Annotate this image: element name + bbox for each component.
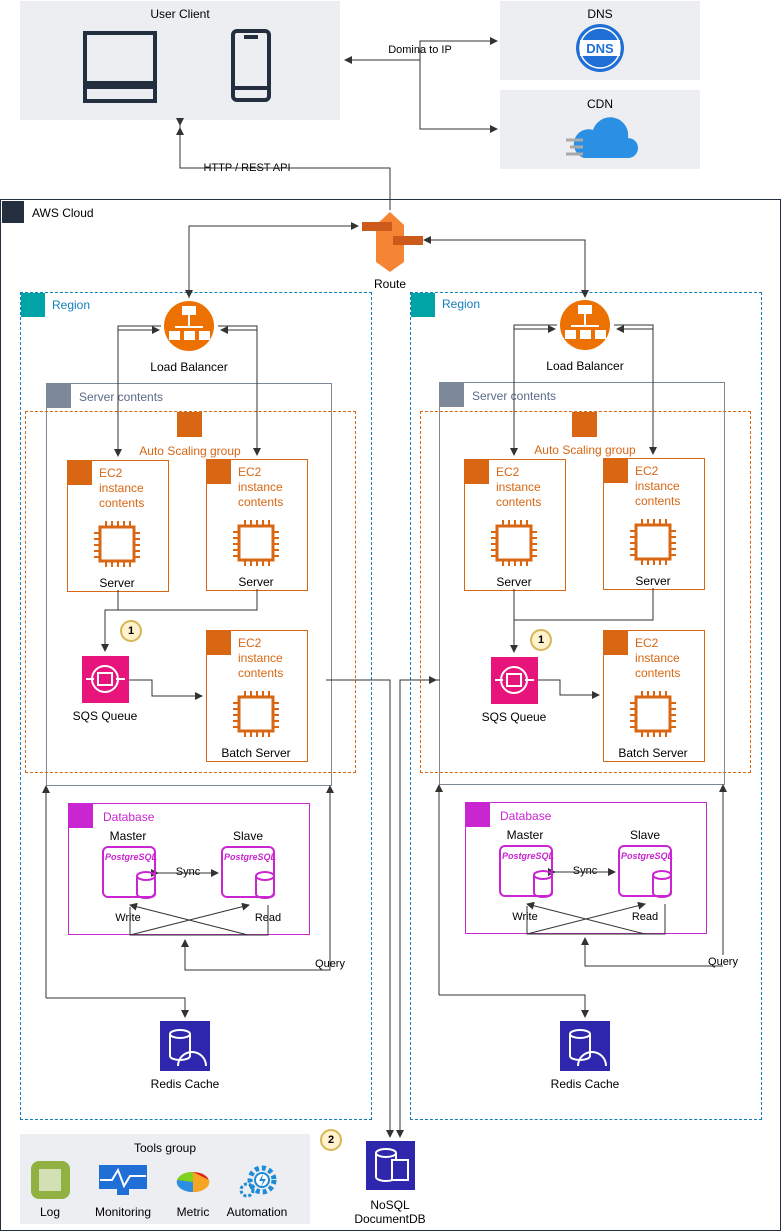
write-label: Write — [115, 912, 141, 924]
database-label: Database — [500, 809, 552, 823]
sync-label: Sync — [173, 866, 203, 878]
query-label: Query — [315, 958, 345, 970]
batch-server-label: Batch Server — [221, 746, 291, 760]
dns-edge-label: Domina to IP — [386, 44, 454, 56]
auto-scaling-group-left — [25, 411, 356, 773]
region-title: Region — [52, 298, 91, 312]
read-label: Read — [631, 911, 659, 923]
redis-label: Redis Cache — [150, 1077, 220, 1091]
server-label: Server — [496, 575, 532, 589]
ec2-label: EC2 instance contents — [238, 465, 284, 509]
slave-label: Slave — [232, 829, 264, 843]
aws-cloud-title: AWS Cloud — [32, 206, 94, 220]
write-label: Write — [512, 911, 538, 923]
region-flag-icon — [411, 293, 435, 317]
server-contents-left — [46, 383, 332, 786]
tool-metric-label: Metric — [176, 1205, 210, 1219]
sync-label: Sync — [570, 865, 600, 877]
auto-scaling-icon — [572, 412, 597, 437]
user-client-box — [20, 1, 340, 120]
server-contents-label: Server contents — [472, 389, 557, 403]
sqs-label: SQS Queue — [72, 709, 138, 723]
ec2-label: EC2 instance contents — [496, 465, 542, 509]
batch-server-label: Batch Server — [618, 746, 688, 760]
step-badge: 1 — [530, 629, 552, 651]
dns-label: DNS — [587, 7, 613, 21]
server-contents-right — [439, 382, 725, 785]
asg-label: Auto Scaling group — [139, 444, 241, 458]
server-label: Server — [99, 576, 135, 590]
load-balancer-label: Load Balancer — [150, 360, 228, 374]
route-label: Route — [373, 277, 407, 291]
database-label: Database — [103, 810, 155, 824]
tool-log-label: Log — [39, 1205, 61, 1219]
cdn-label: CDN — [587, 97, 613, 111]
tool-monitoring-label: Monitoring — [94, 1205, 152, 1219]
ec2-icon — [604, 459, 628, 483]
server-icon — [440, 383, 464, 407]
ec2-label: EC2 instance contents — [238, 636, 284, 680]
master-label: Master — [109, 829, 147, 843]
server-icon — [47, 384, 71, 408]
server-label: Server — [238, 575, 274, 589]
tools-group-title: Tools group — [133, 1141, 197, 1155]
cloud-icon — [2, 201, 24, 223]
load-balancer-label: Load Balancer — [546, 359, 624, 373]
region-flag-icon — [21, 293, 45, 317]
ec2-label: EC2 instance contents — [635, 464, 681, 508]
ec2-icon — [604, 631, 628, 655]
http-edge-label: HTTP / REST API — [201, 162, 293, 174]
auto-scaling-icon — [177, 412, 202, 437]
tool-automation-label: Automation — [226, 1205, 288, 1219]
query-label: Query — [708, 956, 738, 968]
ec2-icon — [207, 631, 231, 655]
database-icon — [69, 804, 93, 828]
redis-label: Redis Cache — [550, 1077, 620, 1091]
ec2-label: EC2 instance contents — [99, 466, 145, 510]
step-badge: 2 — [320, 1129, 342, 1151]
step-badge: 1 — [120, 620, 142, 642]
ec2-icon — [68, 461, 92, 485]
server-contents-label: Server contents — [79, 390, 164, 404]
master-label: Master — [506, 828, 544, 842]
ec2-icon — [207, 460, 231, 484]
ec2-icon — [465, 460, 489, 484]
server-label: Server — [635, 574, 671, 588]
auto-scaling-group-right — [420, 411, 751, 773]
nosql-label-2: DocumentDB — [354, 1212, 426, 1226]
slave-label: Slave — [629, 828, 661, 842]
ec2-label: EC2 instance contents — [635, 636, 681, 680]
nosql-label-1: NoSQL — [370, 1198, 410, 1212]
region-title: Region — [442, 297, 481, 311]
user-client-label: User Client — [150, 7, 210, 21]
read-label: Read — [254, 912, 282, 924]
sqs-label: SQS Queue — [481, 710, 547, 724]
database-icon — [466, 803, 490, 827]
asg-label: Auto Scaling group — [534, 443, 636, 457]
